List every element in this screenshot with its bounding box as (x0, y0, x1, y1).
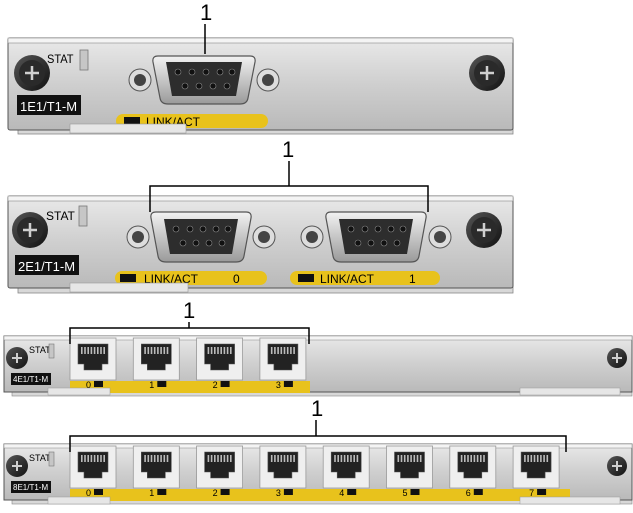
card-name-plate (11, 373, 51, 385)
card-name: 2E1/T1-M (18, 259, 75, 274)
card-8e1t1: STAT 8E1/T1-M 0 1 2 3 4 5 6 7 (3, 443, 633, 505)
port-number: 5 (403, 488, 408, 498)
card-1e1t1: STAT 1E1/T1-M LINK/ACT (7, 37, 514, 135)
port-led (94, 489, 103, 495)
card-top-strip (7, 37, 514, 44)
port-led (157, 489, 167, 495)
port-led (347, 489, 357, 495)
card-handle (69, 123, 187, 134)
card-handle (69, 282, 189, 293)
port-number: 4 (339, 488, 344, 498)
thumbscrew-left (6, 455, 28, 477)
card-top-strip (7, 195, 514, 202)
link-label-bar (70, 489, 570, 501)
port-led (283, 381, 293, 387)
port-number: 0 (233, 272, 240, 286)
db9-port (126, 211, 276, 263)
port-number: 2 (213, 380, 218, 390)
rj45-port-group: 0 1 2 3 4 5 6 7 (69, 445, 560, 498)
card-name-plate (11, 481, 51, 493)
port-led (473, 489, 483, 495)
link-led (124, 117, 140, 125)
card-top-strip (3, 335, 633, 341)
rj45-port: 0 (69, 445, 117, 498)
rj45-port: 2 (196, 337, 244, 390)
rj45-port: 3 (259, 445, 307, 498)
callout-bracket (69, 420, 567, 452)
rj45-port: 1 (132, 337, 180, 390)
callout-bracket (69, 322, 310, 344)
port-number: 1 (149, 488, 154, 498)
stat-label: STAT (29, 453, 51, 463)
stat-label: STAT (46, 209, 76, 223)
link-label: LINK/ACT (320, 272, 375, 286)
thumbscrew-left (6, 347, 28, 369)
callout-number: 1 (282, 137, 294, 162)
rj45-port: 1 (132, 445, 180, 498)
callout-bracket (149, 161, 429, 212)
rj45-port: 5 (386, 445, 433, 498)
port-number: 3 (276, 488, 281, 498)
callout-number: 1 (200, 0, 212, 25)
thumbscrew-right (607, 456, 627, 476)
port-number: 0 (86, 488, 91, 498)
stat-led (78, 205, 88, 227)
port-number: 7 (529, 488, 534, 498)
port-led (157, 381, 167, 387)
rj45-port: 3 (259, 337, 307, 390)
card-name-plate (17, 95, 81, 115)
stat-label: STAT (29, 345, 51, 355)
card-handle (47, 387, 111, 396)
rj45-port-group: 0 1 2 3 (69, 337, 307, 390)
stat-led (48, 343, 55, 359)
card-top-strip (3, 443, 633, 449)
callout-number: 1 (183, 298, 195, 323)
port-led (220, 381, 230, 387)
card-name: 8E1/T1-M (13, 483, 48, 492)
card-handle (47, 496, 111, 505)
card-2e1t1: STAT (7, 195, 514, 294)
stat-label: STAT (47, 54, 74, 66)
link-led (120, 274, 136, 282)
port-led (220, 489, 230, 495)
port-number: 6 (466, 488, 471, 498)
db9-port (300, 211, 452, 263)
thumbscrew-right (466, 212, 502, 248)
port-number: 1 (409, 272, 416, 286)
port-led (94, 381, 103, 387)
rj45-port: 6 (449, 445, 497, 498)
thumbscrew-left (14, 55, 50, 91)
link-label: LINK/ACT (144, 272, 199, 286)
rj45-port: 4 (322, 445, 370, 498)
port-led (283, 489, 293, 495)
rj45-port: 7 (512, 445, 560, 498)
link-label-bar (115, 271, 267, 285)
thumbscrew-left (12, 212, 48, 248)
thumbscrew-right (469, 55, 505, 91)
stat-led (48, 451, 55, 467)
thumbscrew-right (607, 348, 627, 368)
card-4e1t1: STAT 4E1/T1-M 0 1 2 3 (3, 335, 633, 397)
link-label-bar (70, 381, 310, 393)
port-number: 3 (276, 380, 281, 390)
link-label-bar (290, 271, 440, 285)
card-handle (519, 496, 621, 505)
card-name-plate (15, 255, 79, 275)
link-led (298, 274, 314, 282)
port-led (410, 489, 420, 495)
port-led (537, 489, 547, 495)
card-name: 4E1/T1-M (13, 375, 48, 384)
db9-port (128, 55, 280, 105)
card-name: 1E1/T1-M (20, 99, 77, 114)
port-number: 0 (86, 380, 91, 390)
card-handle (519, 387, 621, 396)
port-number: 1 (149, 380, 154, 390)
rj45-port: 0 (69, 337, 117, 390)
port-number: 2 (213, 488, 218, 498)
callout-number: 1 (311, 396, 323, 421)
stat-led (79, 49, 89, 71)
rj45-port: 2 (196, 445, 244, 498)
